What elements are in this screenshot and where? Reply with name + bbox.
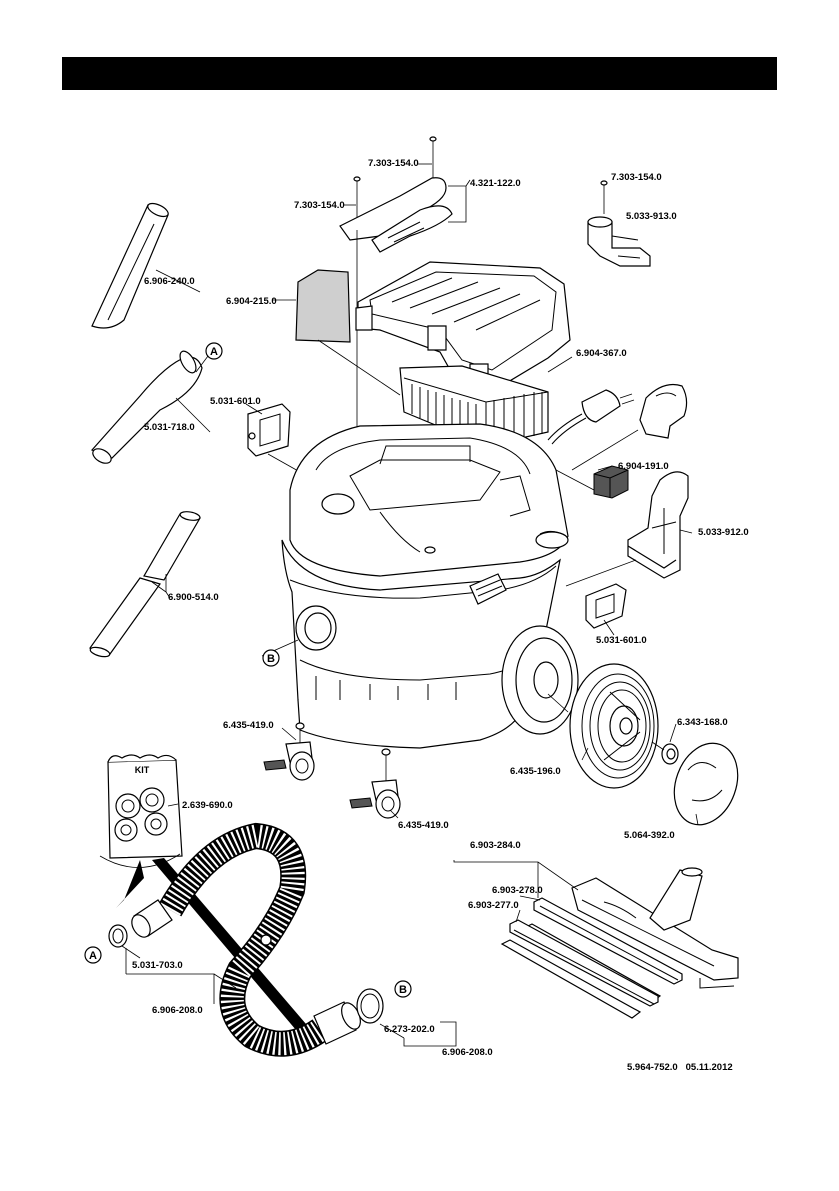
marker-b-body: B: [262, 649, 280, 667]
hubcap-part: [673, 742, 739, 826]
label-castor-bottom: 6.435-419.0: [398, 820, 449, 831]
vacuum-body-part: [281, 423, 569, 749]
screw-right-icon: [600, 180, 608, 214]
marker-b-bottom-label: B: [399, 984, 407, 996]
power-plug-part: [547, 389, 635, 445]
marker-a-top-label: A: [210, 346, 218, 358]
header-bar: [62, 57, 777, 90]
label-adapter-a: 5.031-703.0: [132, 960, 183, 971]
kit-bag-part: [107, 754, 183, 859]
label-foam-filter: 6.904-215.0: [226, 296, 277, 307]
label-screw-left: 7.303-154.0: [294, 200, 345, 211]
kit-arrow-left-icon: [116, 860, 144, 908]
marker-a-top: A: [205, 342, 223, 360]
marker-a-bottom-label: A: [89, 950, 97, 962]
handle-part: [339, 177, 453, 253]
label-wheel: 6.435-196.0: [510, 766, 561, 777]
lid-part: [355, 261, 571, 395]
clip-left-part: [247, 403, 291, 457]
label-strips-rubber: 6.903-277.0: [468, 900, 519, 911]
label-clip-left: 5.031-601.0: [210, 396, 261, 407]
castor-bottom-part: [349, 748, 401, 819]
hose-holder-part: [639, 383, 688, 439]
holder-top-right-part: [587, 216, 651, 267]
accessory-holder-part: [627, 471, 689, 579]
suction-tubes-part: [89, 511, 201, 658]
marker-b-body-label: B: [267, 653, 275, 665]
rubber-strip-2-part: [500, 939, 642, 1019]
adapter-b-part: [356, 988, 384, 1024]
foam-filter-part: [295, 269, 351, 343]
elbow-bend-part: [90, 350, 209, 464]
hose-part: [131, 822, 361, 1057]
rubber-strip-part: [509, 919, 659, 1007]
wheel-part: [569, 663, 659, 789]
label-nut: 6.343-168.0: [677, 717, 728, 728]
label-accessory-holder: 5.033-912.0: [698, 527, 749, 538]
kit-label: KIT: [135, 765, 150, 775]
marker-a-bottom: A: [84, 946, 102, 964]
label-handle: 4.321-122.0: [470, 178, 521, 189]
footer-doc-number: 5.964-752.0 05.11.2012: [627, 1062, 733, 1073]
label-crevice-nozzle: 6.906-240.0: [144, 276, 195, 287]
crevice-nozzle-part: [91, 202, 169, 329]
label-suction-tubes: 6.900-514.0: [168, 592, 219, 603]
label-sponge: 6.904-191.0: [618, 461, 669, 472]
clip-right-part: [585, 583, 627, 629]
marker-b-bottom: B: [394, 980, 412, 998]
rear-wheel-part: [501, 625, 579, 735]
label-screw-right: 7.303-154.0: [611, 172, 662, 183]
castor-left-part: [263, 722, 315, 781]
label-screw-top: 7.303-154.0: [368, 158, 419, 169]
label-strips-brush: 6.903-278.0: [492, 885, 543, 896]
leader-lines: [121, 163, 699, 1047]
label-floor-nozzle: 6.903-284.0: [470, 840, 521, 851]
nut-part: [661, 743, 679, 765]
label-hose-left: 6.906-208.0: [152, 1005, 203, 1016]
label-hubcap: 5.064-392.0: [624, 830, 675, 841]
label-kit: 2.639-690.0: [182, 800, 233, 811]
label-adapter-b: 6.273-202.0: [384, 1024, 435, 1035]
label-hose-right: 6.906-208.0: [442, 1047, 493, 1058]
label-clip-right: 5.031-601.0: [596, 635, 647, 646]
label-flat-filter: 6.904-367.0: [576, 348, 627, 359]
floor-nozzle-part: [571, 867, 739, 989]
label-elbow-bend: 5.031-718.0: [144, 422, 195, 433]
adapter-a-part: [108, 924, 128, 948]
label-castor-left: 6.435-419.0: [223, 720, 274, 731]
label-holder-top-right: 5.033-913.0: [626, 211, 677, 222]
flat-filter-part: [399, 365, 549, 447]
brush-strip-part: [533, 897, 683, 985]
